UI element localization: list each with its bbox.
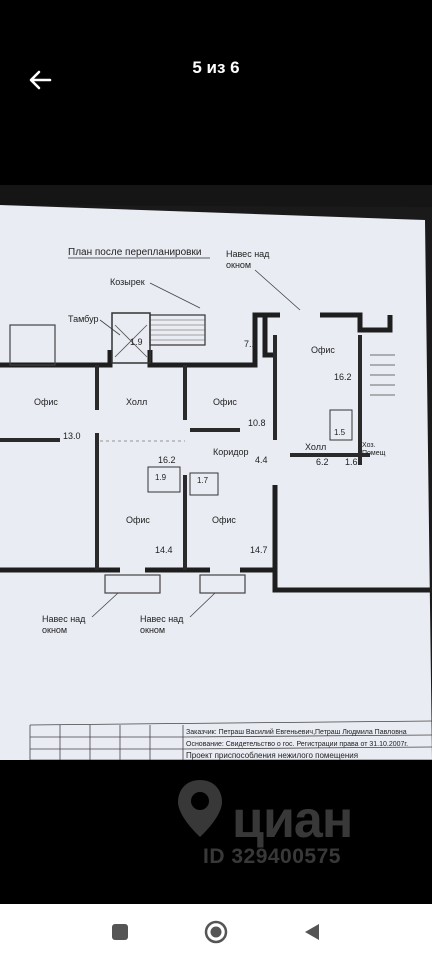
label-area-19: 1.9 <box>155 473 167 482</box>
stamp-line1: Заказчик: Петраш Василий Евгеньевич,Петр… <box>186 728 407 736</box>
label-area-162: 16.2 <box>158 455 176 465</box>
arrow-left-icon[interactable] <box>24 64 56 96</box>
label-area-162r: 16.2 <box>334 372 352 382</box>
label-area-147: 14.7 <box>250 545 268 555</box>
label-area-71: 7.1 <box>244 339 257 349</box>
label-holl-right: Холл <box>305 442 326 452</box>
label-koridor: Коридор <box>213 447 249 457</box>
label-hoz1: Хоз. <box>362 442 376 449</box>
location-pin-icon <box>170 775 410 875</box>
label-naves-top: Навес над <box>226 249 270 259</box>
label-hoz2: Помещ <box>362 450 386 457</box>
label-tambur-area: 1.9 <box>130 337 143 347</box>
stamp-line3: Проект приспособления нежилого помещения <box>186 751 358 760</box>
label-area-130: 13.0 <box>63 431 81 441</box>
label-office-mid: Офис <box>213 397 237 407</box>
system-nav-bar <box>0 904 432 960</box>
label-naves-top2: окном <box>226 260 251 270</box>
label-area-16: 1.6 <box>345 457 358 467</box>
floor-plan-drawing: План после перепланировки Навес над окно… <box>0 185 432 760</box>
label-tambur: Тамбур <box>68 314 99 324</box>
label-naves-bl2: окном <box>42 625 67 635</box>
label-area-44: 4.4 <box>255 455 268 465</box>
label-area-17: 1.7 <box>197 476 209 485</box>
label-area-144: 14.4 <box>155 545 173 555</box>
floor-plan-photo: План после перепланировки Навес над окно… <box>0 185 432 760</box>
watermark-id: ID 329400575 <box>203 845 341 868</box>
label-naves-bm2: окном <box>140 625 165 635</box>
photo-bottom-area <box>0 760 432 904</box>
stamp-line2: Основание: Свидетельство о гос. Регистра… <box>186 741 408 748</box>
image-counter: 5 из 6 <box>192 58 240 77</box>
watermark-brand: циан <box>232 791 353 849</box>
label-kozyrek: Козырек <box>110 277 145 287</box>
label-naves-bm1: Навес над <box>140 614 184 624</box>
plan-title: План после перепланировки <box>68 247 201 258</box>
label-naves-bl1: Навес над <box>42 614 86 624</box>
label-office-bl: Офис <box>126 515 150 525</box>
label-holl-left: Холл <box>126 397 147 407</box>
label-area-108: 10.8 <box>248 418 266 428</box>
label-office-right: Офис <box>311 345 335 355</box>
triangle-back-icon[interactable] <box>298 918 326 946</box>
square-icon[interactable] <box>106 918 134 946</box>
top-bar: 5 из 6 <box>0 0 432 185</box>
label-office-br: Офис <box>212 515 236 525</box>
label-office-left: Офис <box>34 397 58 407</box>
circle-home-icon[interactable] <box>202 918 230 946</box>
label-area-15: 1.5 <box>334 428 346 437</box>
label-area-62: 6.2 <box>316 457 329 467</box>
